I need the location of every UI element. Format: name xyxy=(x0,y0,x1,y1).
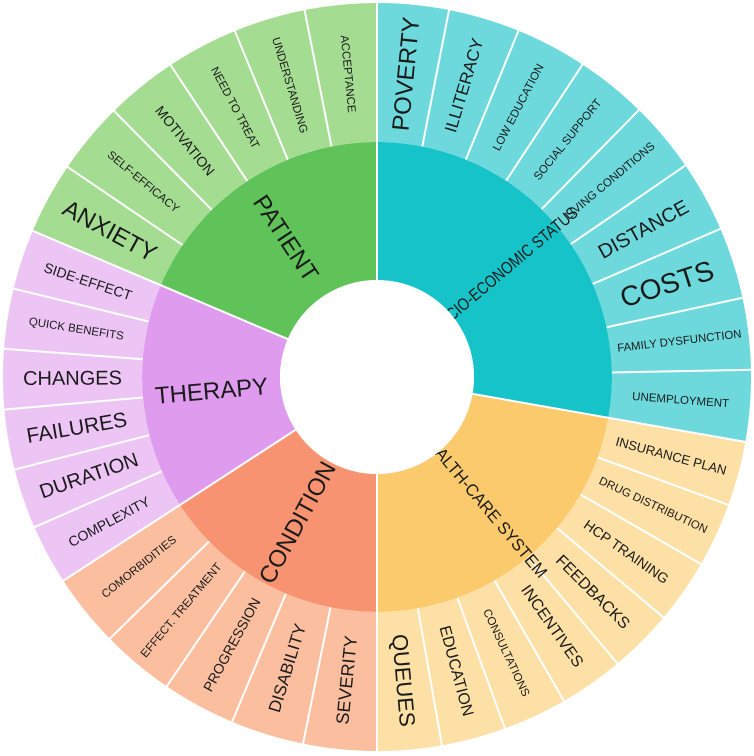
item-divider xyxy=(111,108,213,211)
item-divider xyxy=(2,396,143,411)
sector-socio-economic-outer xyxy=(377,3,751,442)
item-divider xyxy=(421,7,451,147)
sector-health-care-outer xyxy=(377,417,746,751)
item-divider xyxy=(505,62,585,182)
item-divider xyxy=(493,580,566,704)
item-divider xyxy=(1,347,143,361)
item-divider xyxy=(597,456,731,507)
sector-health-care-inner xyxy=(377,393,609,612)
sector-divider xyxy=(472,392,748,444)
item-divider xyxy=(416,608,444,748)
item-divider xyxy=(456,597,507,731)
item-divider xyxy=(611,368,753,374)
item-divider xyxy=(464,28,521,160)
sector-therapy-inner xyxy=(142,285,296,505)
item-divider xyxy=(606,296,745,329)
item-divider xyxy=(11,287,149,323)
sector-patient-outer xyxy=(32,3,377,286)
sector-patient-inner xyxy=(160,142,377,340)
sector-divider xyxy=(61,428,297,583)
item-divider xyxy=(168,62,249,182)
item-divider xyxy=(32,470,163,529)
item-divider xyxy=(230,593,287,725)
item-divider xyxy=(164,570,246,689)
item-divider xyxy=(580,493,704,566)
item-divider xyxy=(12,434,150,472)
sector-divider xyxy=(30,229,289,341)
item-divider xyxy=(570,163,688,245)
item-changes: CHANGES xyxy=(23,367,122,390)
sector-condition-inner xyxy=(179,429,377,612)
item-divider xyxy=(65,165,184,246)
item-divider xyxy=(527,556,620,666)
item-divider xyxy=(592,227,723,285)
item-divider xyxy=(301,607,332,746)
item-divider xyxy=(233,28,289,161)
item-divider xyxy=(556,527,666,620)
sector-socio-economic-inner xyxy=(377,142,612,418)
item-divider xyxy=(540,107,641,210)
sector-condition-outer xyxy=(63,504,377,751)
item-divider xyxy=(107,540,210,641)
center-hole xyxy=(280,280,474,474)
item-divider xyxy=(303,7,333,147)
